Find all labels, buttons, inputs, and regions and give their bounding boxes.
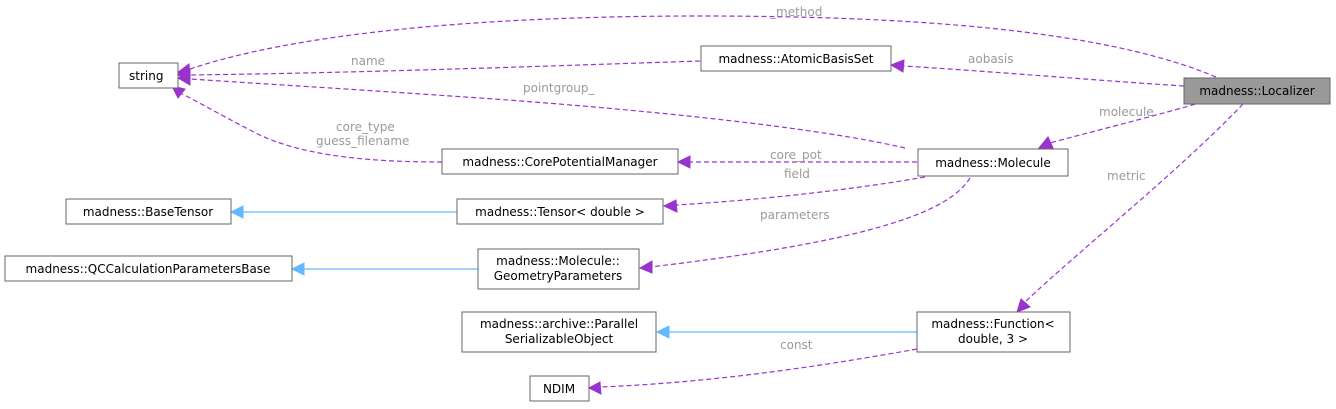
node-label: string [129,69,163,83]
node-label: NDIM [543,382,575,396]
node-label-line2: double, 3 > [958,332,1028,346]
edge-name: name [176,54,701,82]
node-label: madness::QCCalculationParametersBase [26,262,271,276]
node-tensor-double[interactable]: madness::Tensor< double > [456,198,664,225]
edge-label-guess-filename: guess_filename [316,134,409,148]
edge-label-name: name [351,54,385,68]
edge-label-molecule: molecule [1099,105,1154,119]
edge-field: field [662,167,926,213]
node-label-line1: madness::archive::Parallel [480,317,638,331]
edge-label-core-type: core_type [336,120,395,134]
edge-label-metric: metric [1107,169,1146,183]
edge-label-field: field [784,167,810,181]
node-label-line2: SerializableObject [505,332,614,346]
edge-metric: metric [1016,103,1244,313]
edge-label-const: const [780,338,813,352]
edge-pointgroup: pointgroup_ [176,72,906,149]
node-qc-calculation-parameters-base[interactable]: madness::QCCalculationParametersBase [4,255,293,282]
edge-aobasis: aobasis [889,52,1185,87]
edge-label-pointgroup: pointgroup_ [523,81,595,95]
edge-inherit-base-tensor [229,205,457,219]
node-atomic-basis-set[interactable]: madness::AtomicBasisSet [700,45,892,72]
edge-core-type-guess-filename: core_type guess_filename [171,85,443,163]
node-parallel-serializable-object[interactable]: madness::archive::Parallel SerializableO… [461,311,657,353]
node-ndim[interactable]: NDIM [529,375,590,402]
node-localizer[interactable]: madness::Localizer [1183,77,1331,105]
edge-core-pot: core_pot [676,148,917,169]
node-function-double-3[interactable]: madness::Function< double, 3 > [916,311,1071,353]
node-label: madness::CorePotentialManager [462,155,657,169]
node-base-tensor[interactable]: madness::BaseTensor [65,198,232,225]
edge-label-aobasis: aobasis [968,52,1014,66]
node-label-line2: GeometryParameters [494,269,623,283]
edge-parameters: parameters [638,177,971,274]
node-label: madness::BaseTensor [83,205,213,219]
edge-label-core-pot: core_pot [770,148,822,162]
node-geometry-parameters[interactable]: madness::Molecule:: GeometryParameters [477,248,640,290]
node-label: madness::Molecule [935,156,1051,170]
edge-inherit-qc-parameters [290,262,478,276]
node-label: madness::Localizer [1199,84,1314,98]
node-label: madness::AtomicBasisSet [718,52,873,66]
edge-inherit-parallel-serializable [655,325,917,339]
edge-label-parameters: parameters [760,208,830,222]
node-label-line1: madness::Function< [931,317,1054,331]
edge-molecule: molecule [1037,101,1204,149]
edge-label-method: _method [769,5,822,19]
node-label: madness::Tensor< double > [475,205,645,219]
node-molecule[interactable]: madness::Molecule [917,148,1069,177]
node-core-potential-manager[interactable]: madness::CorePotentialManager [441,148,679,175]
node-label-line1: madness::Molecule:: [496,254,620,268]
node-string[interactable]: string [118,62,179,89]
edge-const: const [587,338,918,395]
edge-method: _method [175,5,1217,78]
